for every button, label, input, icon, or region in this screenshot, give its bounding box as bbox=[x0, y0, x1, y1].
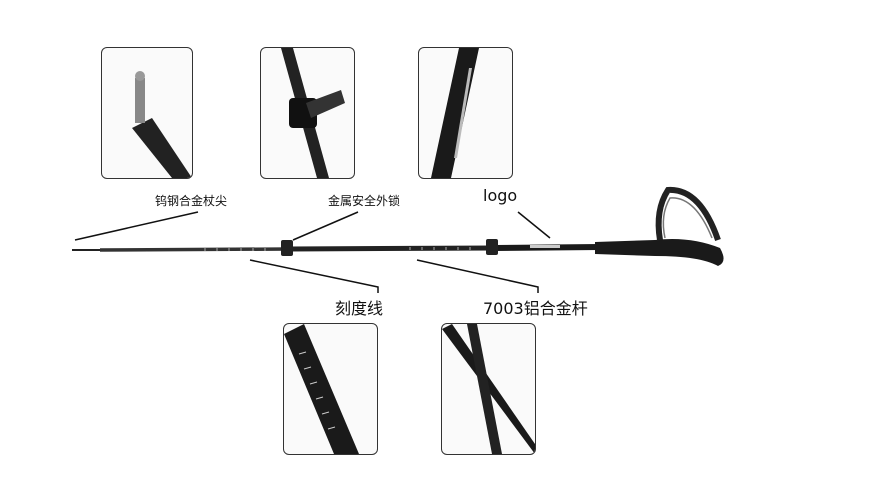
detail-tip-image bbox=[101, 47, 193, 179]
detail-scale-image bbox=[283, 323, 378, 455]
leader-lock bbox=[292, 211, 359, 241]
label-shaft: 7003铝合金杆 bbox=[483, 299, 588, 318]
lock-clamp-2 bbox=[486, 239, 498, 255]
label-logo: logo bbox=[483, 186, 518, 205]
leader-lines bbox=[74, 211, 551, 293]
lock-clamp-1 bbox=[281, 240, 293, 256]
label-scale: 刻度线 bbox=[335, 299, 384, 318]
leader-logo bbox=[517, 211, 551, 239]
detail-shaft-image bbox=[441, 323, 536, 455]
leader-tip bbox=[74, 211, 199, 241]
handle bbox=[595, 239, 724, 266]
detail-lock-image bbox=[260, 47, 355, 179]
pole bbox=[72, 186, 724, 266]
leader-shaft bbox=[416, 259, 539, 293]
label-lock: 金属安全外锁 bbox=[328, 194, 401, 208]
label-tip: 钨钢合金杖尖 bbox=[155, 194, 228, 208]
detail-logo-image bbox=[418, 47, 513, 179]
leader-scale bbox=[249, 259, 379, 293]
wrist-strap bbox=[655, 186, 721, 241]
